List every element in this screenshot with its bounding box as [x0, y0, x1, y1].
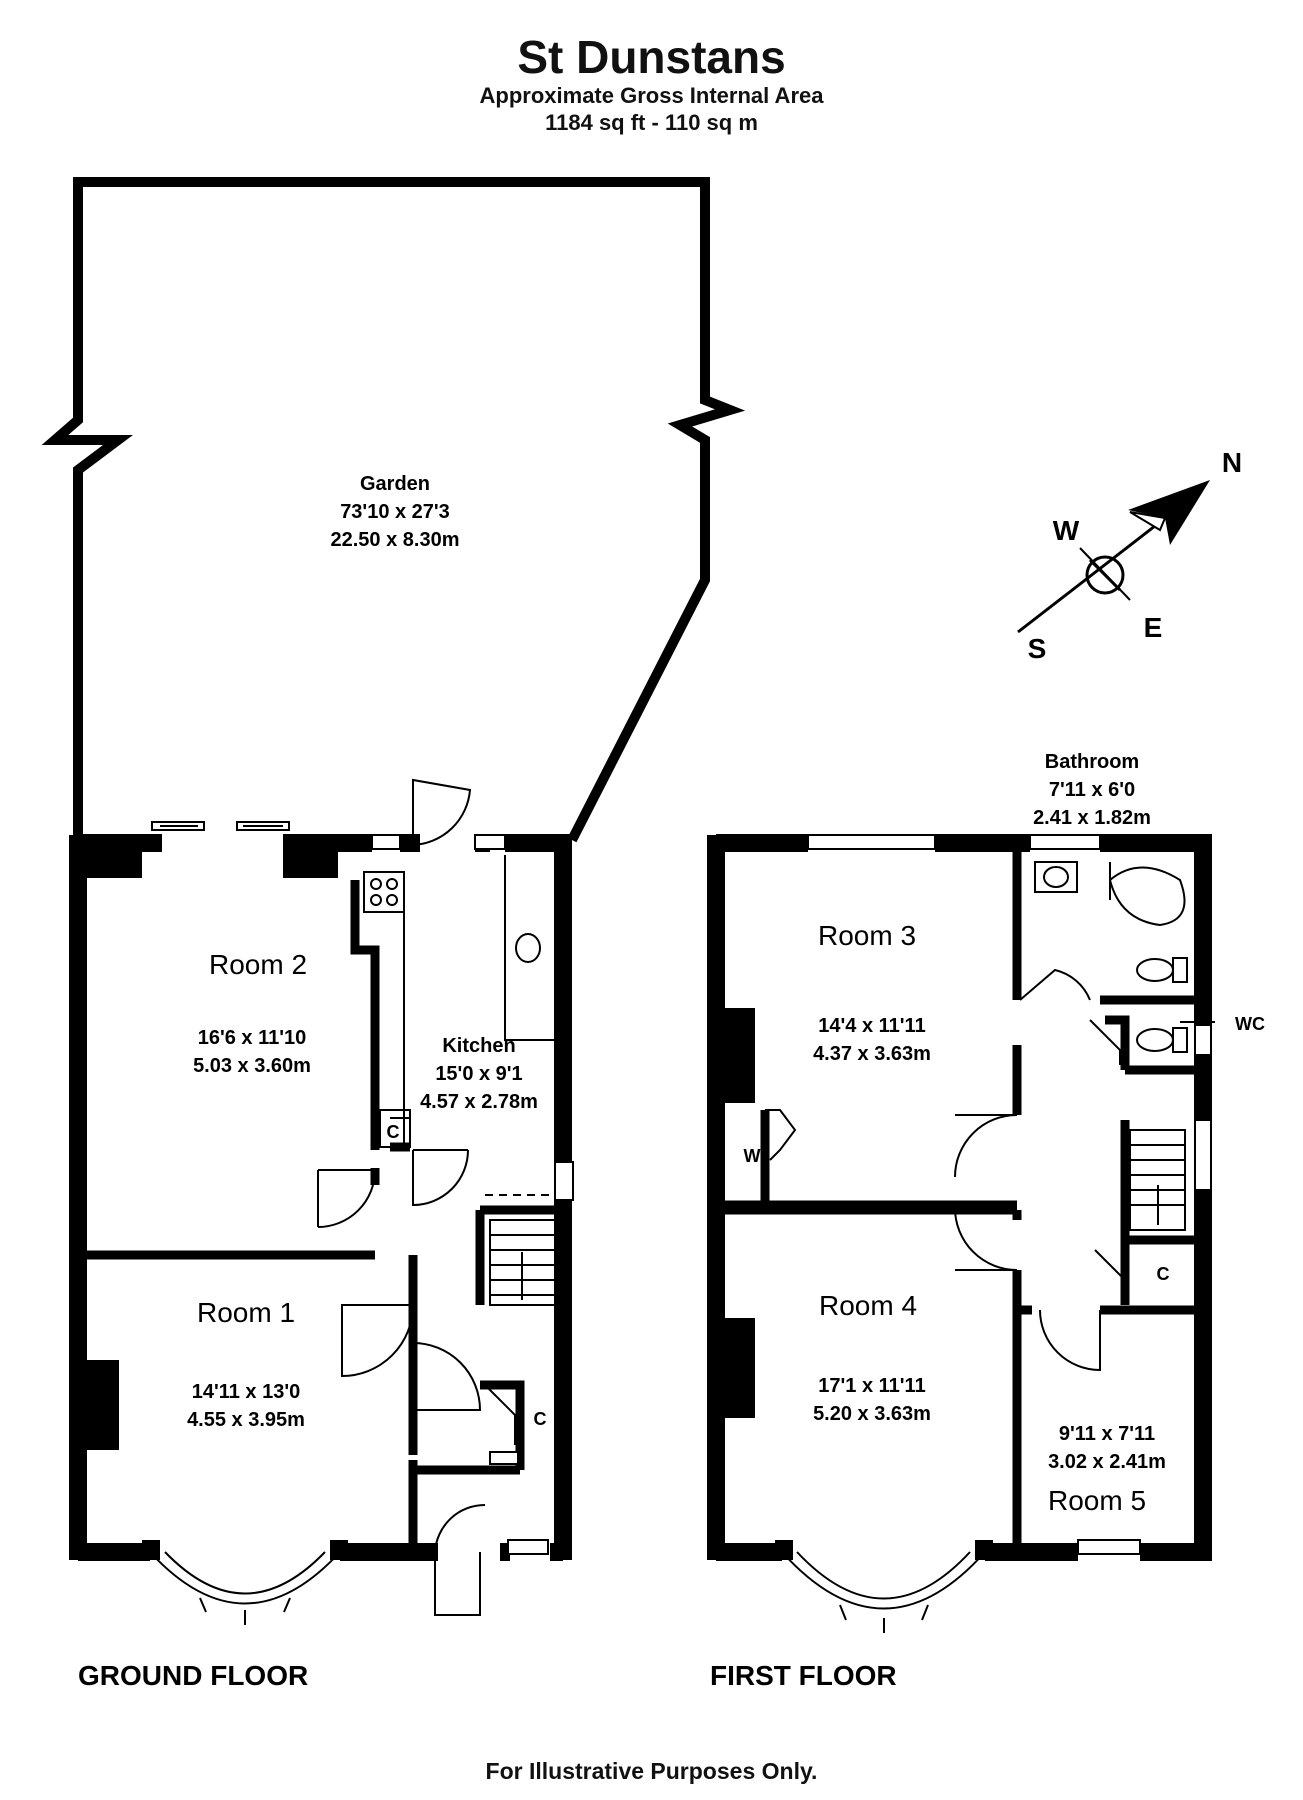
disclaimer-footer: For Illustrative Purposes Only. [485, 1758, 818, 1784]
room5-imperial: 9'11 x 7'11 [1059, 1423, 1155, 1445]
bathroom-imperial: 7'11 x 6'0 [1049, 779, 1135, 801]
area-label: Approximate Gross Internal Area [479, 83, 824, 108]
bathroom-metric: 2.41 x 1.82m [1033, 807, 1151, 829]
room2-imperial: 16'6 x 11'10 [198, 1027, 307, 1049]
kitchen-name: Kitchen [442, 1035, 515, 1057]
room2-metric: 5.03 x 3.60m [193, 1055, 311, 1077]
compass-east: E [1144, 612, 1163, 643]
compass-rose [1017, 480, 1210, 634]
room1-name: Room 1 [197, 1297, 295, 1328]
plan-title: St Dunstans [517, 31, 786, 83]
ground-floor-label: GROUND FLOOR [78, 1660, 308, 1691]
kitchen-imperial: 15'0 x 9'1 [435, 1063, 522, 1085]
cupboard-hall-label: C [534, 1409, 547, 1429]
area-value: 1184 sq ft - 110 sq m [545, 110, 758, 135]
room1-imperial: 14'11 x 13'0 [192, 1381, 301, 1403]
room4-metric: 5.20 x 3.63m [813, 1403, 931, 1425]
room3-metric: 4.37 x 3.63m [813, 1043, 931, 1065]
room5-metric: 3.02 x 2.41m [1048, 1451, 1166, 1473]
garden-imperial: 73'10 x 27'3 [340, 501, 450, 523]
room3-name: Room 3 [818, 920, 916, 951]
garden-name: Garden [360, 473, 430, 495]
kitchen-metric: 4.57 x 2.78m [420, 1091, 538, 1113]
bathroom-name: Bathroom [1045, 751, 1139, 773]
cupboard-kitchen-label: C [387, 1122, 400, 1142]
wc-label: WC [1235, 1014, 1265, 1034]
ground-floor-plan [69, 778, 574, 1625]
garden-outline [41, 177, 746, 843]
first-floor-plan [707, 834, 1215, 1633]
room2-name: Room 2 [209, 949, 307, 980]
cupboard-landing-label: C [1157, 1264, 1170, 1284]
room5-name: Room 5 [1048, 1485, 1146, 1516]
room4-name: Room 4 [819, 1290, 917, 1321]
garden-metric: 22.50 x 8.30m [331, 529, 460, 551]
wardrobe-label: W [744, 1146, 761, 1166]
compass-south: S [1028, 633, 1047, 664]
room4-imperial: 17'1 x 11'11 [818, 1375, 925, 1397]
room3-imperial: 14'4 x 11'11 [818, 1015, 925, 1037]
compass-north: N [1222, 447, 1242, 478]
first-floor-label: FIRST FLOOR [710, 1660, 897, 1691]
room1-metric: 4.55 x 3.95m [187, 1409, 305, 1431]
compass-west: W [1053, 515, 1080, 546]
